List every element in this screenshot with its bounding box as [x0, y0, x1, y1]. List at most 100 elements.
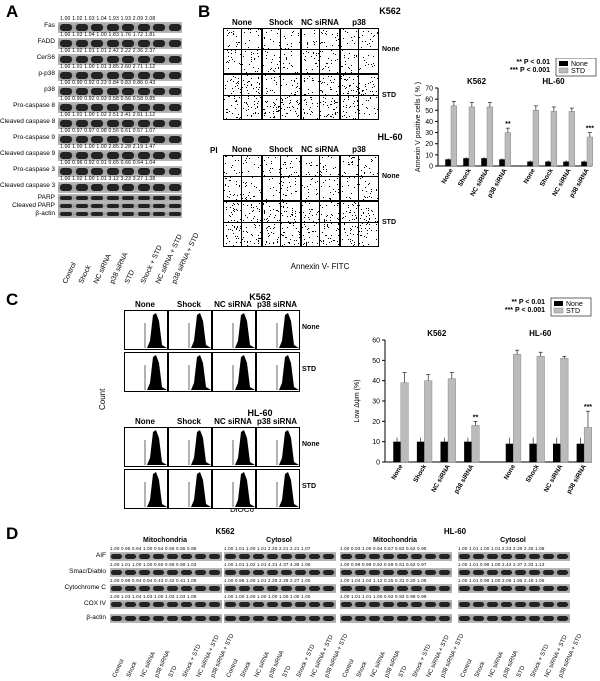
- d-values: 1.00 1.00 1.00 1.00 1.00 1.00 1.00 1.00: [224, 594, 311, 599]
- flow-dot: [298, 221, 300, 223]
- flow-dot: [286, 186, 288, 188]
- flow-dot: [265, 32, 267, 34]
- flow-dot: [307, 78, 309, 80]
- group-label-k562: K562: [467, 77, 487, 86]
- flow-dot: [253, 210, 255, 212]
- flow-dot: [325, 164, 327, 166]
- flow-dot: [297, 95, 299, 96]
- flow-dot: [264, 36, 266, 38]
- flow-dot: [271, 163, 273, 165]
- flow-dot: [226, 108, 228, 110]
- flow-plot-b: [301, 74, 340, 120]
- flow-dot: [253, 104, 255, 106]
- c-xlabel: DiOC6: [230, 505, 254, 514]
- flow-dot: [355, 174, 357, 176]
- band: [153, 586, 164, 591]
- flow-dot: [232, 245, 234, 247]
- flow-dot: [273, 233, 275, 235]
- flow-dot: [318, 192, 320, 194]
- blot-a-12: [58, 202, 182, 210]
- flow-dot: [244, 241, 246, 243]
- flow-dot: [275, 107, 277, 109]
- flow-dot: [267, 47, 269, 49]
- band: [181, 570, 192, 575]
- flow-dot: [319, 163, 321, 165]
- flow-dot: [321, 83, 323, 85]
- flow-dot: [359, 243, 361, 245]
- flow-dot: [245, 51, 247, 53]
- flow-dot: [343, 202, 345, 204]
- flow-dot: [280, 177, 282, 179]
- bar-std: [450, 105, 458, 167]
- band: [125, 570, 136, 575]
- band: [153, 602, 164, 607]
- flow-dot: [367, 233, 369, 235]
- flow-dot: [226, 234, 228, 236]
- flow-dot: [242, 79, 244, 81]
- flow-dot: [372, 91, 374, 93]
- flow-dot: [309, 209, 311, 211]
- flow-dot: [290, 222, 292, 224]
- flow-dot: [283, 162, 285, 164]
- flow-dot: [360, 67, 362, 69]
- quad-line: [263, 175, 300, 177]
- flow-dot: [279, 161, 281, 163]
- quad-line: [279, 29, 281, 73]
- band: [309, 602, 320, 607]
- band: [111, 602, 122, 607]
- quad-line: [302, 48, 339, 50]
- histogram-fill: [169, 313, 211, 348]
- flow-dot: [376, 190, 378, 192]
- flow-dot: [350, 65, 352, 67]
- flow-dot: [273, 91, 275, 93]
- flow-dot: [311, 164, 313, 166]
- band: [487, 554, 498, 559]
- flow-dot: [256, 50, 258, 52]
- flow-dot: [370, 76, 372, 78]
- y-tick-label: 20: [372, 419, 380, 426]
- flow-dot: [270, 30, 272, 32]
- flow-dot: [337, 217, 339, 219]
- flow-dot: [328, 66, 330, 68]
- flow-dot: [292, 222, 294, 224]
- quad-line: [302, 175, 339, 177]
- flow-dot: [258, 83, 260, 85]
- flow-dot: [364, 92, 366, 94]
- y-tick-label: 40: [425, 119, 433, 126]
- flow-dot: [325, 171, 327, 173]
- band: [515, 570, 526, 575]
- flow-dot: [373, 93, 375, 95]
- d-blot: [458, 568, 570, 577]
- band: [425, 616, 436, 621]
- d-values: 1.00 1.01 1.00 1.01 2.20 2.21 2.21 1.07: [224, 546, 311, 551]
- flow-dot: [286, 112, 288, 114]
- flow-dot: [285, 167, 287, 169]
- flow-dot: [295, 215, 297, 217]
- band: [91, 152, 103, 159]
- flow-dot: [279, 217, 281, 219]
- flow-dot: [342, 100, 344, 102]
- bar-none: [445, 159, 451, 166]
- band: [239, 586, 250, 591]
- flow-dot: [330, 222, 332, 224]
- flow-dot: [238, 238, 240, 240]
- flow-dot: [290, 51, 292, 53]
- band: [195, 602, 206, 607]
- flow-dot: [287, 215, 289, 217]
- flow-dot: [350, 36, 352, 38]
- flow-dot: [274, 80, 276, 82]
- flow-dot: [354, 106, 356, 108]
- flow-dot: [282, 215, 284, 217]
- flow-dot: [356, 227, 358, 229]
- histogram: [125, 472, 167, 507]
- flow-dot: [329, 237, 331, 239]
- flow-dot: [286, 97, 288, 99]
- flow-dot: [291, 34, 293, 36]
- flow-dot: [239, 91, 241, 93]
- band: [459, 570, 470, 575]
- flow-dot: [304, 186, 306, 188]
- flow-dot: [355, 30, 357, 32]
- flow-dot: [356, 95, 358, 97]
- flow-dot: [323, 240, 325, 242]
- flow-plot-c: [124, 427, 168, 467]
